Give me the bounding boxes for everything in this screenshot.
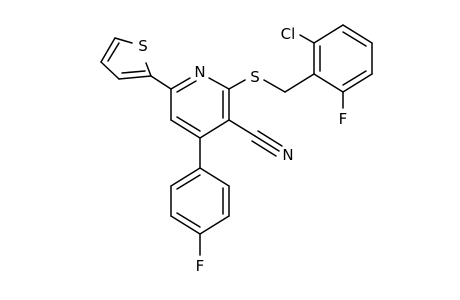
bond	[176, 80, 197, 93]
bond	[100, 37, 116, 63]
atom-labels: N S S Cl F N F	[138, 25, 347, 275]
bond	[176, 174, 201, 190]
bond	[145, 62, 152, 77]
bond	[100, 61, 120, 80]
bond	[170, 119, 201, 139]
bond	[254, 135, 280, 152]
bond	[199, 167, 230, 187]
bond	[313, 24, 344, 44]
bond	[121, 70, 146, 74]
thioether-sulfur-label: S	[250, 68, 260, 86]
bond	[342, 31, 367, 47]
bond	[313, 73, 344, 93]
benzyl-fluorine-label: F	[339, 110, 348, 128]
chlorine-label: Cl	[281, 25, 296, 43]
bond	[257, 130, 283, 147]
bond-lines	[100, 24, 373, 256]
bond	[114, 37, 133, 44]
thiophene-sulfur-label: S	[138, 37, 148, 55]
bond	[284, 73, 315, 93]
bond	[170, 77, 191, 90]
phenyl-fluorine-label: F	[196, 257, 205, 275]
bond	[342, 73, 373, 93]
bond	[228, 119, 256, 137]
bond	[208, 77, 230, 90]
bond	[176, 116, 201, 132]
nitrile-nitrogen-label: N	[282, 146, 293, 164]
bond	[263, 79, 286, 93]
bond	[251, 140, 277, 157]
bond	[170, 167, 201, 187]
bond	[150, 75, 172, 90]
bond	[228, 79, 246, 90]
bond	[107, 42, 120, 62]
bond	[342, 70, 367, 86]
bond	[118, 75, 152, 80]
bond	[176, 212, 201, 228]
pyridine-nitrogen-label: N	[194, 63, 205, 81]
bond	[170, 215, 201, 235]
bond	[199, 215, 230, 235]
bond	[199, 119, 230, 139]
bond	[299, 34, 315, 44]
bond	[342, 24, 373, 44]
